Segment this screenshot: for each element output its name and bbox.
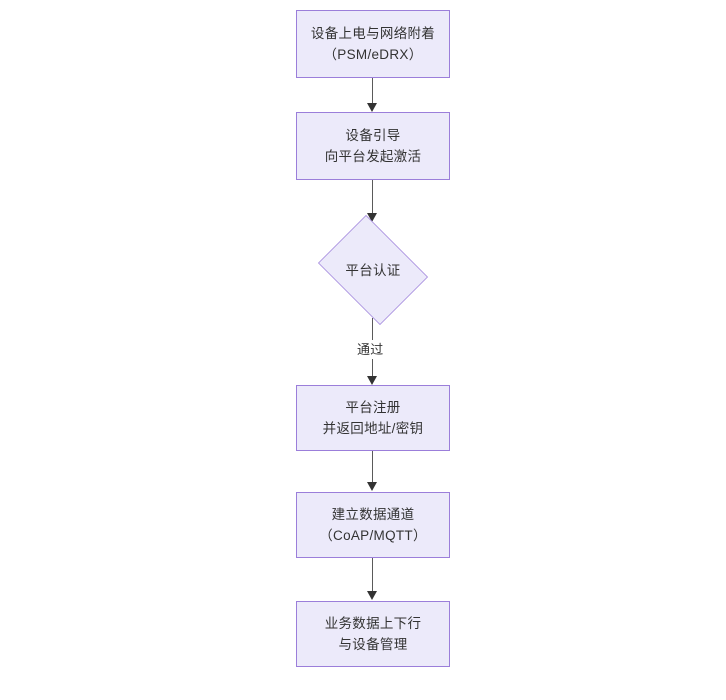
- flow-node-platform-register[interactable]: 平台注册 并返回地址/密钥: [296, 385, 450, 451]
- flow-node-platform-register-line1: 平台注册: [345, 400, 401, 415]
- arrowhead-service-data: [367, 591, 377, 600]
- arrowhead-platform-register: [367, 376, 377, 385]
- flow-node-service-data[interactable]: 业务数据上下行 与设备管理: [296, 601, 450, 667]
- flow-node-data-channel-line2: （CoAP/MQTT）: [319, 528, 427, 543]
- flow-node-bootstrap-line2: 向平台发起激活: [324, 149, 422, 164]
- flow-node-data-channel[interactable]: 建立数据通道 （CoAP/MQTT）: [296, 492, 450, 558]
- arrowhead-data-channel: [367, 482, 377, 491]
- flow-node-bootstrap-line1: 设备引导: [345, 128, 401, 143]
- connector-channel-to-service: [372, 558, 373, 591]
- flow-node-service-data-line2: 与设备管理: [338, 637, 408, 652]
- arrowhead-bootstrap: [367, 103, 377, 112]
- edge-label-pass: 通过: [353, 340, 388, 359]
- flow-node-data-channel-line1: 建立数据通道: [331, 507, 415, 522]
- flow-node-platform-auth[interactable]: 平台认证: [311, 215, 435, 325]
- flow-node-platform-auth-label: 平台认证: [345, 262, 401, 278]
- flow-node-power-on-line2: （PSM/eDRX）: [323, 47, 423, 62]
- connector-power-on-to-bootstrap: [372, 78, 373, 104]
- flow-node-platform-register-line2: 并返回地址/密钥: [322, 421, 424, 436]
- flow-node-bootstrap[interactable]: 设备引导 向平台发起激活: [296, 112, 450, 180]
- flow-node-power-on[interactable]: 设备上电与网络附着 （PSM/eDRX）: [296, 10, 450, 78]
- connector-register-to-channel: [372, 451, 373, 483]
- arrowhead-platform-auth: [367, 213, 377, 222]
- connector-bootstrap-to-auth: [372, 180, 373, 214]
- flow-node-power-on-line1: 设备上电与网络附着: [310, 26, 436, 41]
- flow-node-service-data-line1: 业务数据上下行: [324, 616, 422, 631]
